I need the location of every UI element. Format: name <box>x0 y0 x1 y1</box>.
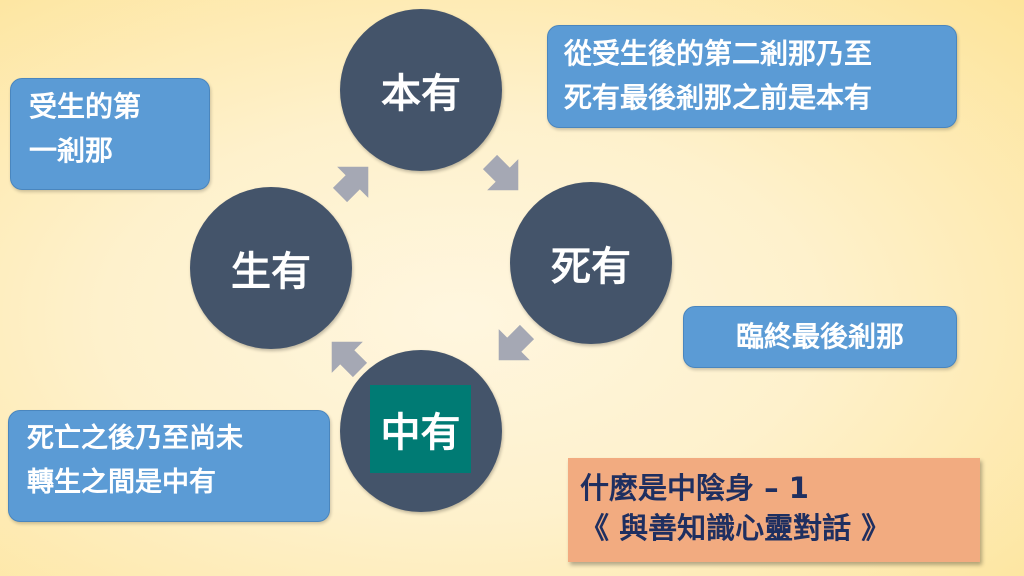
note-zhongyou: 死亡之後乃至尚未 轉生之間是中有 <box>8 410 330 522</box>
arrow-zhongyou-to-shengyou-icon <box>331 341 368 378</box>
circle-label: 死有 <box>551 244 631 290</box>
note-line: 一剎那 <box>29 134 114 167</box>
note-line: 從受生後的第二剎那乃至 <box>564 37 873 70</box>
arrow-shengyou-to-benyou-icon <box>332 166 369 203</box>
note-siyou: 臨終最後剎那 <box>683 306 957 368</box>
circle-label: 生有 <box>231 249 311 295</box>
highlight-zhongyou <box>370 385 471 473</box>
note-line: 受生的第 <box>29 90 142 123</box>
slide-title: 什麼是中陰身 – 1 《 與善知識心靈對話 》 <box>568 458 980 562</box>
note-line: 死有最後剎那之前是本有 <box>564 81 873 114</box>
circle-benyou: 本有 <box>340 9 502 171</box>
circle-siyou: 死有 <box>510 182 672 344</box>
note-line: 臨終最後剎那 <box>735 320 904 353</box>
title-line-2: 《 與善知識心靈對話 》 <box>580 511 891 545</box>
circle-label-zhongyou: 中有 <box>380 410 461 456</box>
arrow-siyou-to-zhongyou-icon <box>498 324 535 361</box>
note-line: 轉生之間是中有 <box>27 467 216 498</box>
note-benyou: 從受生後的第二剎那乃至 死有最後剎那之前是本有 <box>547 25 957 128</box>
note-line: 死亡之後乃至尚未 <box>27 423 243 454</box>
circle-shengyou: 生有 <box>190 187 352 349</box>
note-shengyou: 受生的第 一剎那 <box>10 78 210 190</box>
arrow-benyou-to-siyou-icon <box>482 154 519 191</box>
title-line-1: 什麼是中陰身 – 1 <box>580 471 809 505</box>
circle-label: 本有 <box>381 71 461 117</box>
